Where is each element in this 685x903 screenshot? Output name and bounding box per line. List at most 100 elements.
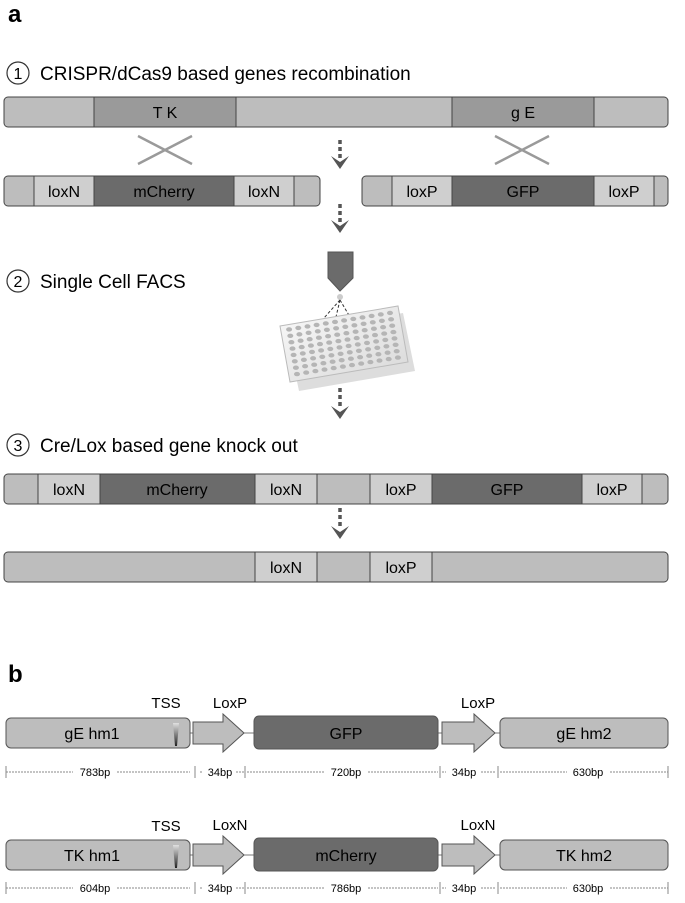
plate-well [302,364,309,369]
plate-well [305,330,312,335]
donor-left-loxn-1-label: loxN [48,184,80,201]
row1-lox-left-label: LoxP [213,695,247,712]
row2-right-arm-label: TK hm2 [556,848,612,865]
recombined-gfp-label: GFP [491,482,524,499]
donor-right-loxp-1 [391,175,453,207]
plate-well [326,340,333,345]
row2-lox-left-label: LoxN [212,817,247,834]
step-1-circle [6,61,30,85]
plate-well [385,356,392,362]
row1-length-scale: 783bp 34bp 720bp 34bp 630bp [5,766,669,779]
knockout-loxp-label: loxP [385,560,416,577]
plate-well [360,321,367,326]
plate-well [373,339,380,344]
plate-well [362,334,369,339]
plate-well [381,331,388,336]
row1-length-1: 783bp [80,767,111,779]
row2-length-5: 630bp [573,883,604,895]
plate-well [392,342,399,347]
plate-well [300,357,307,362]
plate-well [343,331,350,336]
donor-right-loxp-2-label: loxP [608,184,639,201]
plate-well [307,343,314,348]
row2-length-4: 34bp [452,883,476,895]
plate-well [377,312,384,317]
knockout-backbone [3,551,669,583]
plate-well [297,338,304,343]
recombined-mcherry-label: mCherry [146,482,207,499]
step-2-title: Single Cell FACS [40,272,186,293]
plate-well [355,348,362,353]
recombined-loxn-2 [254,473,318,505]
plate-well [317,341,323,347]
plate-well [313,322,320,328]
plate-well [338,358,345,363]
donor-right-gfp [451,175,595,207]
row1-right-arm-label: gE hm2 [556,726,611,743]
plate-well [289,346,296,351]
dashed-arrow-3 [331,388,349,419]
plate-well [333,326,340,331]
plate-well [361,328,368,333]
recombined-loxn-2-label: loxN [270,482,302,499]
knockout-loxn [254,551,318,583]
row2-tss-icon [173,845,179,868]
step-2-header: 2 Single Cell FACS [6,269,186,293]
plate-well [337,351,344,356]
step-2-number: 2 [14,274,23,291]
plate-well [345,343,352,349]
plate-well [314,329,321,334]
recombined-loxn-1 [37,473,101,505]
plate-well [310,356,317,361]
construct-row-tk: TK hm1 TSS LoxN mCherry LoxN TK hm2 [5,817,669,876]
plate-well [319,354,326,359]
plate-well [393,349,400,354]
plate-well [334,332,341,337]
plate-well [318,348,325,353]
well-plate-icon [279,305,415,391]
knockout-loxn-label: loxN [270,560,302,577]
donor-right-gfp-label: GFP [507,184,540,201]
row1-right-arm [499,717,669,749]
crossover-right [494,134,550,166]
step-3-header: 3 Cre/Lox based gene knock out [6,433,298,457]
plate-well [357,355,364,360]
plate-well [372,332,378,338]
plate-well [335,338,342,344]
plate-well [325,334,332,339]
step-3-title: Cre/Lox based gene knock out [40,436,298,457]
plate-well [378,318,385,323]
plate-well [389,323,396,328]
row2-length-3: 786bp [331,883,362,895]
row1-length-3: 720bp [331,767,362,779]
plate-well [354,342,361,347]
plate-well [366,353,373,358]
plate-well [304,324,311,329]
dashed-arrow-2 [331,204,349,233]
plate-well [390,329,397,335]
plate-well [336,345,343,350]
dashed-arrow-1 [331,140,349,169]
row1-lox-left-arrow [192,712,245,754]
plate-well [292,365,299,370]
knockout-genome: loxN loxP [3,551,669,583]
row1-lox-right-arrow [441,712,496,754]
plate-well [327,346,334,352]
recombined-gfp [431,473,583,505]
plate-well [388,317,395,322]
plate-well [328,353,335,358]
row1-left-arm-label: gE hm1 [64,726,119,743]
plate-well [380,325,387,330]
row1-left-arm [5,717,191,749]
plate-well [351,323,358,328]
row2-lox-right-arrow [441,834,496,876]
plate-well [352,329,359,334]
plate-well [342,324,349,329]
row2-length-1: 604bp [80,883,111,895]
plate-well [365,347,372,352]
step-3-number: 3 [14,438,23,455]
recombined-loxp-1 [369,473,433,505]
row1-lox-right-label: LoxP [461,695,495,712]
plate-wells [286,310,401,377]
